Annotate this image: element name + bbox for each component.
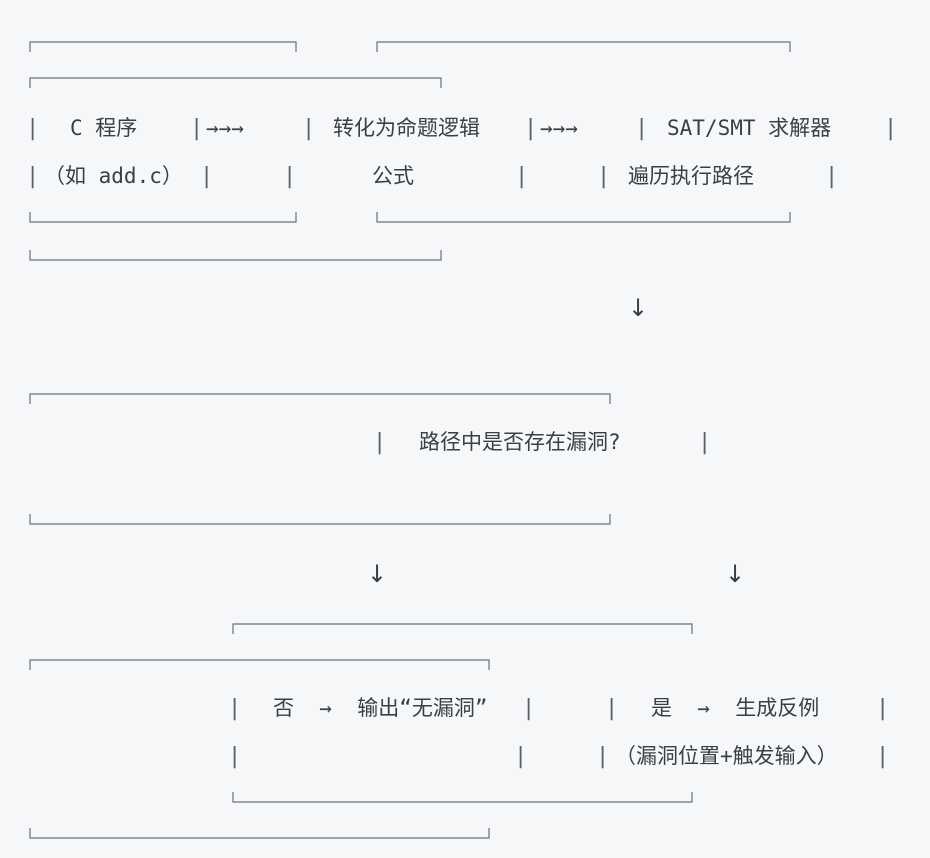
decision-box-frame	[29, 393, 611, 525]
pipe-result2-d: |	[876, 744, 889, 769]
box-c-program-title: C 程序	[70, 116, 137, 140]
pipe-result2-c: |	[596, 744, 609, 769]
pipe-result2-a: |	[228, 744, 241, 769]
down-arrow-solver-to-decision: ↓	[628, 294, 648, 322]
pipe-row1b-e: |	[597, 164, 610, 189]
pipe-result-b: |	[522, 696, 535, 721]
pipe-row1b-f: |	[825, 164, 838, 189]
box-c-program-frame	[29, 41, 442, 261]
pipe-result-d: |	[876, 696, 889, 721]
pipe-row1-a: |	[26, 116, 39, 141]
pipe-row1b-c: |	[283, 164, 296, 189]
down-arrow-decision-no: ↓	[367, 560, 387, 588]
result-yes-detail: （漏洞位置+触发输入）	[615, 744, 838, 768]
result-box-frame-outer	[29, 659, 490, 839]
pipe-decision-left: |	[373, 430, 386, 455]
pipe-result-c: |	[605, 696, 618, 721]
arrow-logic-to-solver: →→→	[540, 116, 578, 140]
result-no-label: 否 → 输出“无漏洞”	[273, 696, 488, 720]
pipe-decision-right: |	[698, 430, 711, 455]
pipe-result2-b: |	[514, 744, 527, 769]
box-logic-title: 转化为命题逻辑	[333, 116, 480, 140]
box-c-program-subtitle: （如 add.c）	[44, 164, 183, 188]
pipe-row1-f: |	[884, 116, 897, 141]
arrow-c-to-logic: →→→	[206, 116, 244, 140]
pipe-row1-d: |	[524, 116, 537, 141]
pipe-row1b-a: |	[26, 164, 39, 189]
down-arrow-decision-yes: ↓	[725, 560, 745, 588]
result-box-frame-inner	[232, 623, 693, 803]
pipe-row1-c: |	[302, 116, 315, 141]
pipe-row1-e: |	[635, 116, 648, 141]
pipe-row1b-d: |	[515, 164, 528, 189]
decision-label: 路径中是否存在漏洞?	[419, 430, 621, 454]
pipe-row1-b: |	[190, 116, 203, 141]
pipe-row1b-b: |	[200, 164, 213, 189]
box-solver-subtitle: 遍历执行路径	[628, 164, 754, 188]
result-yes-label: 是 → 生成反例	[651, 696, 819, 720]
box-solver-title: SAT/SMT 求解器	[667, 116, 831, 140]
pipe-result-a: |	[228, 696, 241, 721]
box-logic-subtitle: 公式	[372, 164, 414, 188]
box-solver-frame	[376, 41, 791, 223]
